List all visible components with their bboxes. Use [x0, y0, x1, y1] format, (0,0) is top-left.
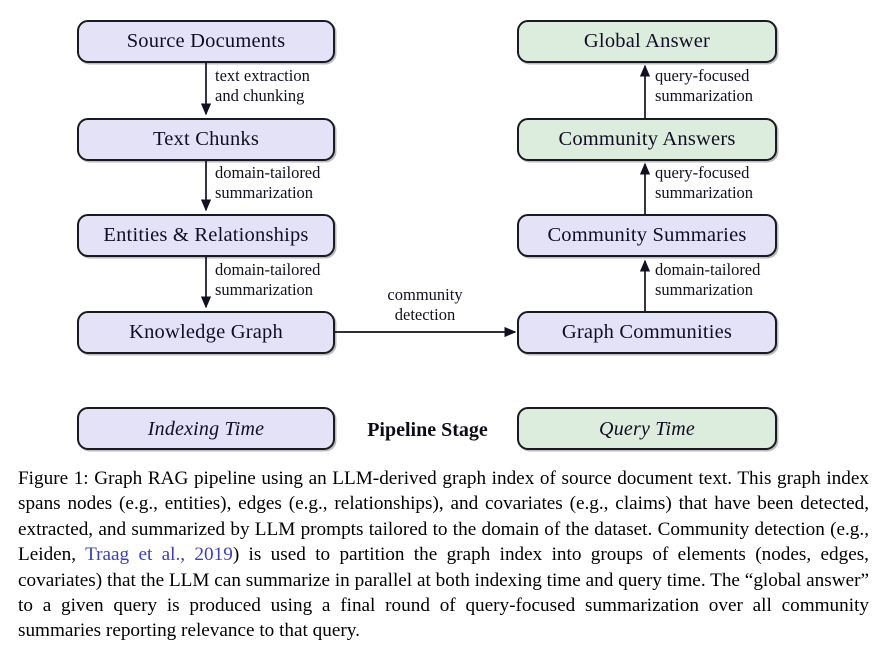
- edge-label-line-2: summarization: [215, 279, 314, 299]
- edge-label-line-1: text extraction: [215, 66, 310, 85]
- node-entities-relationships[interactable]: Entities & Relationships: [77, 214, 335, 257]
- edge-label-query-focused-1: query-focused summarization: [655, 163, 753, 202]
- edge-label-line-1: community: [387, 285, 463, 304]
- node-knowledge-graph[interactable]: Knowledge Graph: [77, 311, 335, 354]
- caption-citation-link[interactable]: Traag et al., 2019: [85, 544, 233, 566]
- legend-label: Pipeline Stage: [367, 419, 488, 441]
- node-label: Community Answers: [558, 128, 736, 151]
- edge-label-indexing-summarization-1: domain-tailored summarization: [215, 163, 320, 202]
- edge-label-line-2: summarization: [655, 85, 754, 105]
- node-label: Graph Communities: [561, 321, 733, 344]
- node-label: Entities & Relationships: [103, 224, 309, 247]
- edge-label-line-2: and chunking: [215, 85, 305, 105]
- edge-label-line-1: query-focused: [655, 66, 750, 85]
- legend-label: Indexing Time: [147, 417, 265, 440]
- edge-label-line-2: detection: [394, 304, 456, 324]
- edge-label-line-1: domain-tailored: [215, 260, 321, 279]
- node-source-documents[interactable]: Source Documents: [77, 20, 335, 63]
- edge-label-line-2: summarization: [215, 182, 314, 202]
- caption-text-part-2: ) is used to partition the graph index i…: [18, 544, 869, 642]
- node-text-chunks[interactable]: Text Chunks: [77, 118, 335, 161]
- node-community-answers[interactable]: Community Answers: [517, 118, 777, 161]
- figure-caption: Figure 1: Graph RAG pipeline using an LL…: [18, 466, 869, 644]
- edge-label-line-2: summarization: [655, 182, 754, 202]
- edge-label-query-summarization-domain: domain-tailored summarization: [655, 260, 760, 299]
- edge-label-line-1: domain-tailored: [655, 260, 761, 279]
- node-graph-communities[interactable]: Graph Communities: [517, 311, 777, 354]
- edge-label-indexing-summarization-2: domain-tailored summarization: [215, 260, 320, 299]
- node-label: Community Summaries: [547, 224, 747, 247]
- legend-query-time[interactable]: Query Time: [517, 407, 777, 450]
- caption-text-part-1: Graph RAG pipeline using an LLM-derived …: [18, 468, 869, 566]
- legend-pipeline-stage: Pipeline Stage: [345, 420, 510, 440]
- node-label: Text Chunks: [152, 128, 260, 151]
- edge-label-line-2: summarization: [655, 279, 754, 299]
- node-label: Knowledge Graph: [129, 321, 283, 344]
- edge-label-line-1: query-focused: [655, 163, 750, 182]
- caption-label: Figure 1:: [18, 468, 89, 489]
- node-label: Global Answer: [583, 30, 711, 53]
- legend-label: Query Time: [599, 417, 695, 440]
- edge-label-community-detection: community detection: [345, 285, 505, 324]
- node-global-answer[interactable]: Global Answer: [517, 20, 777, 63]
- edge-label-text-extraction: text extraction and chunking: [215, 66, 310, 105]
- edge-label-line-1: domain-tailored: [215, 163, 321, 182]
- legend-indexing-time[interactable]: Indexing Time: [77, 407, 335, 450]
- node-community-summaries[interactable]: Community Summaries: [517, 214, 777, 257]
- graph-rag-pipeline-figure: Source Documents Text Chunks Entities & …: [77, 20, 777, 450]
- edge-label-query-focused-2: query-focused summarization: [655, 66, 753, 105]
- node-label: Source Documents: [126, 30, 286, 53]
